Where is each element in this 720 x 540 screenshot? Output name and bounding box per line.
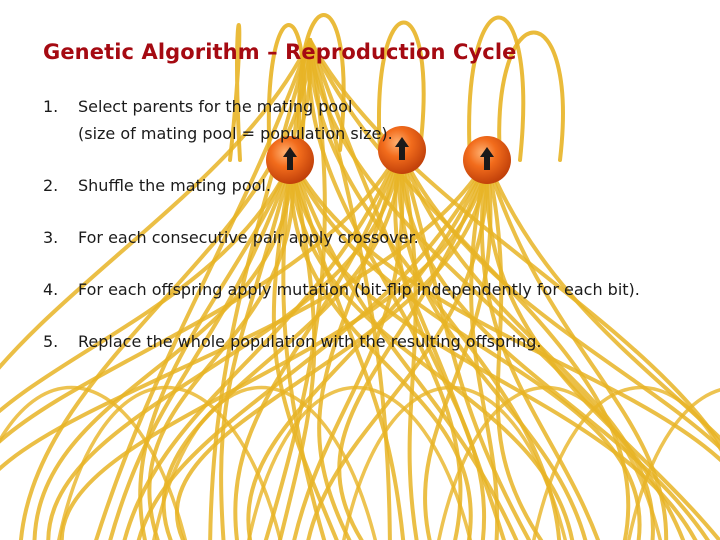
string-strand bbox=[266, 23, 307, 162]
string-strand bbox=[94, 38, 312, 540]
step-number: 3. bbox=[43, 228, 59, 247]
string-strand bbox=[228, 23, 242, 162]
string-strand bbox=[138, 38, 313, 540]
string-strand bbox=[532, 386, 720, 540]
string-strand bbox=[247, 386, 472, 540]
step-text-continued: (size of mating pool = population size). bbox=[78, 124, 393, 143]
string-strand bbox=[398, 148, 720, 451]
string-strand bbox=[398, 148, 711, 540]
arrow-up-icon bbox=[283, 147, 297, 170]
string-strand bbox=[152, 386, 377, 540]
string-strand bbox=[219, 158, 294, 540]
string-strand bbox=[497, 30, 565, 162]
string-strand bbox=[485, 158, 669, 540]
step-item-3: 3. For each consecutive pair apply cross… bbox=[43, 224, 683, 251]
string-strand bbox=[0, 386, 187, 540]
string-strand bbox=[290, 158, 575, 540]
step-item-5: 5. Replace the whole population with the… bbox=[43, 328, 683, 355]
string-strand bbox=[377, 20, 426, 152]
string-strand bbox=[233, 148, 402, 540]
string-strand bbox=[57, 386, 282, 540]
step-text: Select parents for the mating pool bbox=[78, 97, 353, 116]
string-strand bbox=[308, 38, 686, 540]
string-strand bbox=[0, 38, 312, 370]
step-text: Replace the whole population with the re… bbox=[78, 332, 542, 351]
arrow-up-icon bbox=[480, 147, 494, 170]
string-strand bbox=[306, 158, 490, 540]
string-strand bbox=[147, 158, 296, 540]
string-strand bbox=[32, 158, 294, 540]
string-strand bbox=[246, 158, 489, 540]
step-number: 4. bbox=[43, 280, 59, 299]
string-strand bbox=[290, 158, 642, 540]
string-strand bbox=[485, 158, 720, 441]
steps-list: 1. Select parents for the mating pool (s… bbox=[43, 93, 683, 380]
step-text: For each consecutive pair apply crossove… bbox=[78, 228, 419, 247]
string-strand bbox=[175, 158, 489, 540]
string-strand bbox=[290, 158, 519, 540]
string-strand bbox=[136, 158, 489, 540]
string-strand bbox=[308, 38, 631, 540]
string-strand bbox=[479, 158, 601, 540]
step-item-4: 4. For each offspring apply mutation (bi… bbox=[43, 276, 683, 303]
string-strand bbox=[281, 38, 327, 540]
step-number: 2. bbox=[43, 176, 59, 195]
string-strand bbox=[60, 158, 489, 540]
step-text: Shuffle the mating pool. bbox=[78, 176, 271, 195]
string-strand bbox=[469, 158, 500, 540]
string-strand bbox=[342, 386, 567, 540]
string-strand bbox=[108, 158, 294, 540]
string-strand bbox=[306, 38, 463, 540]
string-strand bbox=[467, 15, 526, 162]
string-strand bbox=[337, 158, 489, 540]
string-strand bbox=[0, 158, 489, 472]
slide-title: Genetic Algorithm – Reproduction Cycle bbox=[43, 40, 517, 64]
step-number: 5. bbox=[43, 332, 59, 351]
string-strand bbox=[437, 386, 662, 540]
string-strand bbox=[627, 388, 720, 540]
string-strand bbox=[484, 158, 720, 540]
string-strand bbox=[317, 148, 402, 540]
string-strand bbox=[122, 148, 402, 540]
step-text: For each offspring apply mutation (bit-f… bbox=[78, 280, 640, 299]
string-strand bbox=[393, 148, 487, 540]
step-item-2: 2. Shuffle the mating pool. bbox=[43, 172, 683, 199]
step-number: 1. bbox=[43, 97, 59, 116]
arrow-up-icon bbox=[395, 137, 409, 160]
string-strand bbox=[46, 148, 402, 540]
string-strand bbox=[0, 158, 294, 414]
string-strand bbox=[485, 158, 544, 540]
string-strand bbox=[0, 148, 402, 444]
step-item-1: 1. Select parents for the mating pool (s… bbox=[43, 93, 683, 147]
string-strand bbox=[289, 158, 473, 540]
